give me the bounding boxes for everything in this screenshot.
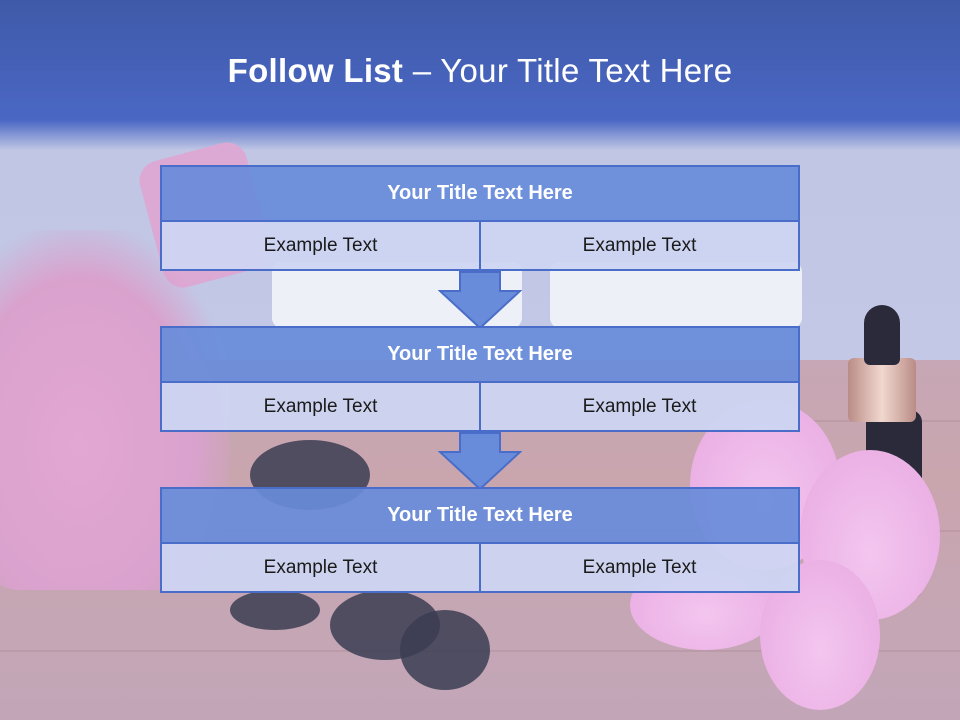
slide-title-subtitle: – Your Title Text Here [403,52,733,89]
step-cell-right: Example Text [479,383,798,430]
spa-stone [230,590,320,630]
step-heading: Your Title Text Here [160,165,800,222]
oil-bottle-cap [848,358,916,422]
slide-title: Follow List – Your Title Text Here [0,52,960,90]
step-cell-left: Example Text [162,383,479,430]
down-arrow-icon [438,271,522,330]
step-cell-left: Example Text [162,544,479,591]
follow-list-step-3: Your Title Text Here Example Text Exampl… [160,487,800,593]
step-heading: Your Title Text Here [160,326,800,383]
step-cell-right: Example Text [479,544,798,591]
step-row: Example Text Example Text [160,383,800,432]
step-heading: Your Title Text Here [160,487,800,544]
step-row: Example Text Example Text [160,222,800,271]
follow-list-step-2: Your Title Text Here Example Text Exampl… [160,326,800,432]
spa-stone [400,610,490,690]
step-cell-left: Example Text [162,222,479,269]
dropper-bulb [864,305,900,365]
slide-title-bold: Follow List [227,52,404,89]
salt-bowl-right [550,262,802,328]
down-arrow-icon [438,432,522,491]
step-row: Example Text Example Text [160,544,800,593]
step-cell-right: Example Text [479,222,798,269]
follow-list-step-1: Your Title Text Here Example Text Exampl… [160,165,800,271]
